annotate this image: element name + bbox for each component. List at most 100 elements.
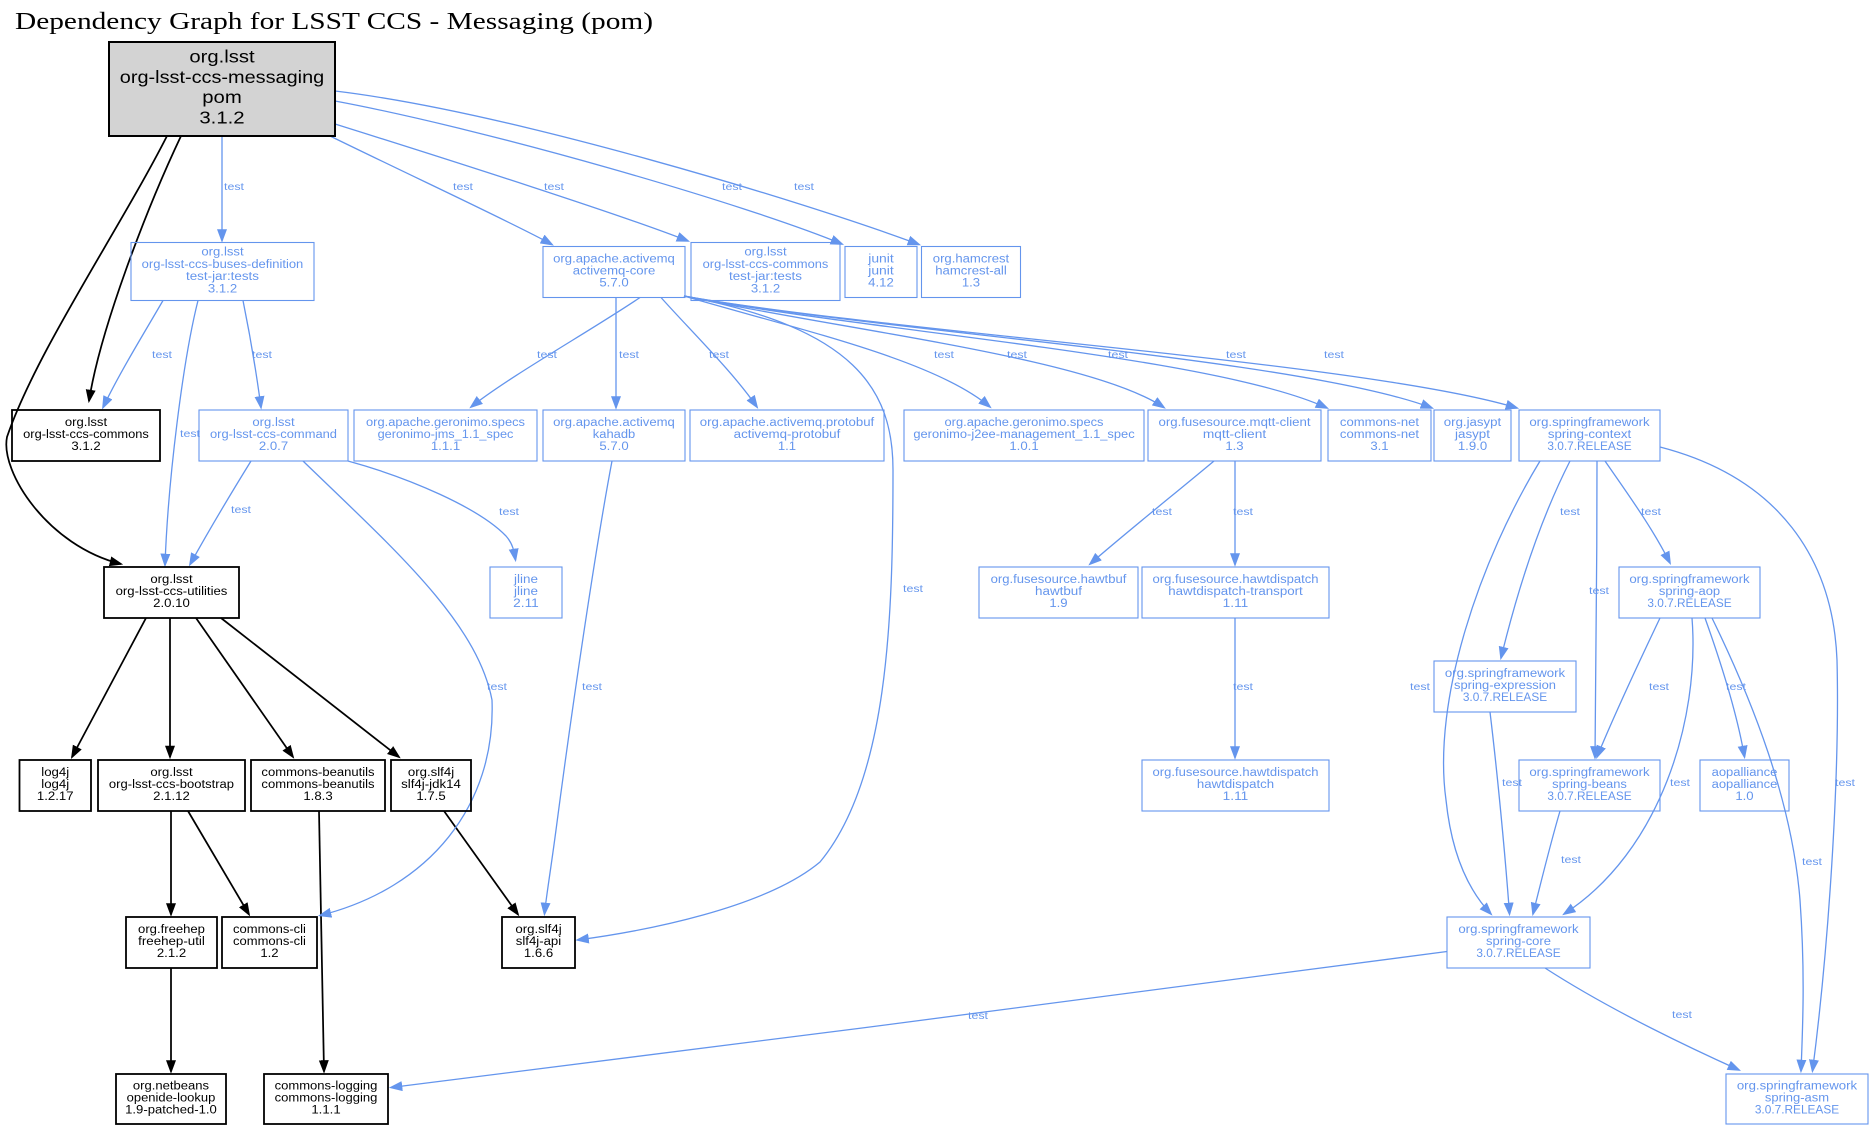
svg-text:slf4j-api: slf4j-api <box>516 936 561 948</box>
svg-text:test: test <box>903 584 923 595</box>
svg-text:2.1.2: 2.1.2 <box>157 948 186 960</box>
svg-text:org.lsst: org.lsst <box>65 417 108 429</box>
svg-text:org.netbeans: org.netbeans <box>133 1080 209 1092</box>
svg-text:1.7.5: 1.7.5 <box>416 791 445 803</box>
svg-text:2.0.7: 2.0.7 <box>259 441 288 453</box>
svg-text:commons-cli: commons-cli <box>233 924 306 936</box>
svg-text:org.lsst: org.lsst <box>201 247 244 259</box>
svg-text:test: test <box>1502 778 1522 789</box>
svg-text:1.6.6: 1.6.6 <box>524 948 553 960</box>
svg-text:commons-cli: commons-cli <box>233 936 306 948</box>
svg-text:1.11: 1.11 <box>1223 598 1249 610</box>
svg-text:aopalliance: aopalliance <box>1712 767 1778 779</box>
svg-text:1.11: 1.11 <box>1223 791 1249 803</box>
svg-text:spring-core: spring-core <box>1486 936 1551 948</box>
svg-text:hawtdispatch-transport: hawtdispatch-transport <box>1168 586 1303 598</box>
svg-text:spring-beans: spring-beans <box>1552 779 1627 791</box>
svg-text:jline: jline <box>513 586 538 598</box>
svg-text:test: test <box>1226 350 1246 361</box>
svg-text:junit: junit <box>867 266 895 278</box>
svg-text:kahadb: kahadb <box>593 429 635 441</box>
svg-text:org.springframework: org.springframework <box>1629 574 1750 586</box>
svg-text:1.1.1: 1.1.1 <box>431 441 460 453</box>
svg-text:org.apache.activemq.protobuf: org.apache.activemq.protobuf <box>700 417 875 429</box>
svg-text:jasypt: jasypt <box>1454 429 1491 441</box>
svg-text:1.0.1: 1.0.1 <box>1009 441 1038 453</box>
svg-text:1.9: 1.9 <box>1049 598 1067 610</box>
svg-text:spring-aop: spring-aop <box>1659 586 1720 598</box>
svg-text:org.springframework: org.springframework <box>1458 924 1579 936</box>
svg-text:org-lsst-ccs-commons: org-lsst-ccs-commons <box>23 429 149 441</box>
svg-text:3.0.7.RELEASE: 3.0.7.RELEASE <box>1547 791 1632 803</box>
svg-text:1.3: 1.3 <box>962 278 980 290</box>
svg-text:1.9-patched-1.0: 1.9-patched-1.0 <box>125 1105 217 1117</box>
svg-text:test: test <box>252 350 272 361</box>
svg-text:test: test <box>487 682 507 693</box>
svg-text:org.springframework: org.springframework <box>1529 417 1650 429</box>
svg-text:test: test <box>709 350 729 361</box>
svg-text:org.lsst: org.lsst <box>150 574 193 586</box>
svg-text:test: test <box>1108 350 1128 361</box>
svg-text:org.fusesource.hawtdispatch: org.fusesource.hawtdispatch <box>1153 767 1319 779</box>
svg-text:test: test <box>794 182 814 193</box>
svg-text:1.3: 1.3 <box>1225 441 1243 453</box>
svg-text:org.fusesource.mqtt-client: org.fusesource.mqtt-client <box>1159 417 1312 429</box>
svg-text:test: test <box>1561 855 1581 866</box>
svg-text:org.slf4j: org.slf4j <box>515 924 561 936</box>
svg-text:test: test <box>499 507 519 518</box>
svg-text:org-lsst-ccs-messaging: org-lsst-ccs-messaging <box>120 67 324 87</box>
svg-text:test: test <box>1233 682 1253 693</box>
svg-text:3.1.2: 3.1.2 <box>71 441 100 453</box>
svg-text:org.fusesource.hawtbuf: org.fusesource.hawtbuf <box>991 574 1128 586</box>
svg-text:org.springframework: org.springframework <box>1529 767 1650 779</box>
svg-text:test: test <box>180 429 200 440</box>
svg-text:Dependency Graph for LSST CCS: Dependency Graph for LSST CCS - Messagin… <box>15 9 653 35</box>
svg-text:2.11: 2.11 <box>513 598 539 610</box>
svg-text:mqtt-client: mqtt-client <box>1203 429 1267 441</box>
svg-text:commons-net: commons-net <box>1340 429 1420 441</box>
svg-text:commons-logging: commons-logging <box>275 1093 378 1105</box>
svg-text:1.9.0: 1.9.0 <box>1458 441 1487 453</box>
svg-text:org.springframework: org.springframework <box>1445 668 1566 680</box>
svg-text:slf4j-jdk14: slf4j-jdk14 <box>401 779 461 791</box>
svg-text:3.0.7.RELEASE: 3.0.7.RELEASE <box>1647 598 1732 610</box>
svg-text:org-lsst-ccs-commons: org-lsst-ccs-commons <box>703 259 829 271</box>
svg-text:3.1.2: 3.1.2 <box>751 283 780 295</box>
svg-text:commons-logging: commons-logging <box>275 1080 378 1092</box>
svg-text:test: test <box>722 182 742 193</box>
svg-text:test-jar:tests: test-jar:tests <box>729 271 802 283</box>
svg-text:org.jasypt: org.jasypt <box>1444 417 1502 429</box>
svg-text:org.fusesource.hawtdispatch: org.fusesource.hawtdispatch <box>1153 574 1319 586</box>
svg-text:org.apache.geronimo.specs: org.apache.geronimo.specs <box>945 417 1104 429</box>
svg-text:test-jar:tests: test-jar:tests <box>186 271 259 283</box>
svg-text:test: test <box>619 350 639 361</box>
svg-text:spring-expression: spring-expression <box>1454 680 1556 692</box>
svg-text:junit: junit <box>867 253 895 265</box>
svg-text:4.12: 4.12 <box>868 278 894 290</box>
svg-text:org.apache.geronimo.specs: org.apache.geronimo.specs <box>366 417 525 429</box>
svg-text:1.1.1: 1.1.1 <box>311 1105 340 1117</box>
svg-text:org.lsst: org.lsst <box>252 417 295 429</box>
svg-text:hawtdispatch: hawtdispatch <box>1197 779 1274 791</box>
svg-text:openide-lookup: openide-lookup <box>127 1093 216 1105</box>
svg-text:commons-net: commons-net <box>1340 417 1420 429</box>
svg-text:test: test <box>1672 1010 1692 1021</box>
svg-text:freehep-util: freehep-util <box>138 936 205 948</box>
svg-text:activemq-core: activemq-core <box>573 266 656 278</box>
svg-text:org-lsst-ccs-buses-definition: org-lsst-ccs-buses-definition <box>142 259 304 271</box>
svg-text:1.1: 1.1 <box>778 441 796 453</box>
svg-text:1.2: 1.2 <box>260 948 278 960</box>
svg-text:org.slf4j: org.slf4j <box>408 767 454 779</box>
svg-text:test: test <box>1726 682 1746 693</box>
svg-text:3.1.2: 3.1.2 <box>208 283 237 295</box>
svg-text:1.0: 1.0 <box>1735 791 1753 803</box>
svg-text:3.1: 3.1 <box>1370 441 1388 453</box>
svg-text:activemq-protobuf: activemq-protobuf <box>734 429 842 441</box>
svg-text:test: test <box>544 182 564 193</box>
svg-text:test: test <box>1802 857 1822 868</box>
svg-text:geronimo-jms_1.1_spec: geronimo-jms_1.1_spec <box>378 429 514 441</box>
svg-text:3.0.7.RELEASE: 3.0.7.RELEASE <box>1755 1105 1840 1117</box>
svg-text:log4j: log4j <box>41 767 69 779</box>
svg-text:commons-beanutils: commons-beanutils <box>261 779 374 791</box>
svg-text:org.springframework: org.springframework <box>1737 1080 1858 1092</box>
